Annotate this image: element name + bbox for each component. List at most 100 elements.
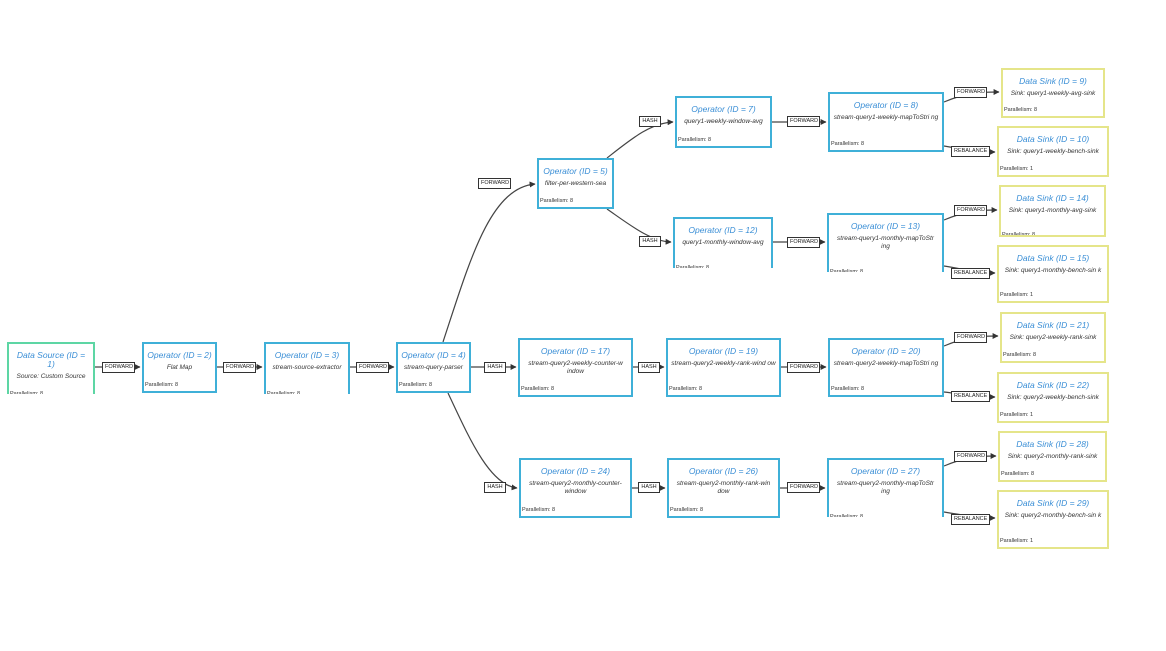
node-title: Operator (ID = 24) [540, 466, 611, 476]
operator-node[interactable]: Operator (ID = 13)stream-query1-monthly-… [827, 213, 944, 272]
operator-node[interactable]: Operator (ID = 8)stream-query1-weekly-ma… [828, 92, 944, 152]
node-parallelism: Parallelism: 8 [1003, 352, 1037, 358]
node-parallelism: Parallelism: 8 [831, 141, 865, 147]
node-desc: stream-query2-monthly-mapToStr ing [837, 480, 934, 495]
node-parallelism: Parallelism: 8 [267, 391, 301, 394]
node-title: Operator (ID = 4) [401, 350, 466, 360]
node-title: Data Sink (ID = 14) [1016, 193, 1089, 203]
operator-node[interactable]: Operator (ID = 24) stream-query2-monthly-… [519, 458, 632, 518]
edge-n5-n12 [606, 208, 672, 245]
node-title: Operator (ID = 26) [688, 466, 759, 476]
node-parallelism: Parallelism: 8 [521, 386, 555, 392]
sink-node[interactable]: Data Sink (ID = 9) Sink: query1-weekly-av… [1001, 68, 1105, 118]
node-title: Data Sink (ID = 9) [1019, 76, 1087, 86]
node-desc: filter-per-western-sea [544, 180, 607, 187]
node-parallelism: Parallelism: 1 [1000, 538, 1034, 544]
operator-node[interactable]: Operator (ID = 7) query1-weekly-window-av… [675, 96, 772, 148]
edge-label-forward: FORWARD [787, 116, 820, 127]
node-title: Data Sink (ID = 10) [1016, 134, 1090, 144]
edge-label-forward: FORWARD [954, 205, 987, 216]
edge-n4-n5 [442, 181, 536, 343]
node-desc: Sink: query2-weekly-bench-sink [1007, 394, 1099, 401]
node-title: Operator (ID = 12) [688, 225, 758, 235]
node-title: Data Sink (ID = 22) [1016, 380, 1090, 390]
edge-label-hash: HASH [639, 236, 661, 247]
node-parallelism: Parallelism: 1 [1000, 166, 1034, 172]
operator-node[interactable]: Operator (ID = 3) stream-source-extractor… [264, 342, 350, 394]
edge-label-hash: HASH [484, 362, 506, 373]
node-desc: stream-query2-monthly-rank-win dow [676, 480, 771, 495]
node-desc: stream-query2-weekly-counter-w indow [528, 360, 623, 375]
sink-node[interactable]: Data Sink (ID = 22) Sink: query2-weekly-b… [997, 372, 1109, 423]
node-title: Data Sink (ID = 28) [1016, 439, 1089, 449]
node-title: Operator (ID = 19) [688, 346, 759, 356]
node-title: Operator (ID = 7) [691, 104, 756, 114]
edge-n4-n24 [447, 392, 518, 491]
node-title: Operator (ID = 27) [850, 466, 921, 476]
node-title: Data Sink (ID = 21) [1016, 320, 1090, 330]
node-desc: stream-query2-weekly-rank-wind ow [671, 360, 776, 367]
node-desc: Sink: query1-weekly-avg-sink [1010, 90, 1096, 97]
edge-label-forward: FORWARD [102, 362, 135, 373]
node-desc: Sink: query1-monthly-avg-sink [1008, 207, 1097, 214]
edge-label-forward: FORWARD [954, 451, 987, 462]
sink-node[interactable]: Data Sink (ID = 15)Sink: query1-monthly-… [997, 245, 1109, 303]
node-desc: stream-query2-monthly-counter-window [529, 480, 622, 495]
edge-label-forward: FORWARD [787, 237, 820, 248]
edge-label-forward: FORWARD [356, 362, 389, 373]
operator-node[interactable]: Operator (ID = 12) query1-monthly-window-… [673, 217, 773, 268]
operator-node[interactable]: Operator (ID = 26) stream-query2-monthly-… [667, 458, 780, 518]
sink-node[interactable]: Data Sink (ID = 21) Sink: query2-weekly-r… [1000, 312, 1106, 363]
node-parallelism: Parallelism: 8 [1002, 232, 1036, 237]
edge-label-hash: HASH [638, 482, 660, 493]
edge-label-forward: FORWARD [954, 332, 987, 343]
node-parallelism: Parallelism: 1 [1000, 292, 1034, 298]
sink-node[interactable]: Data Sink (ID = 28) Sink: query2-monthly-… [998, 431, 1107, 482]
node-title: Operator (ID = 2) [147, 350, 212, 360]
node-parallelism: Parallelism: 8 [522, 507, 556, 513]
node-desc: Source: Custom Source [16, 373, 86, 380]
node-desc: query1-monthly-window-avg [682, 239, 764, 246]
node-parallelism: Parallelism: 8 [10, 391, 44, 394]
edge-label-rebalance: REBALANCE [951, 391, 990, 402]
edge-label-rebalance: REBALANCE [951, 514, 990, 525]
node-parallelism: Parallelism: 8 [830, 269, 864, 272]
node-parallelism: Parallelism: 8 [1004, 107, 1038, 113]
node-parallelism: Parallelism: 8 [669, 386, 703, 392]
node-desc: Sink: query2-weekly-rank-sink [1009, 334, 1097, 341]
node-parallelism: Parallelism: 8 [540, 198, 574, 204]
node-title: Operator (ID = 20) [851, 346, 921, 356]
node-parallelism: Parallelism: 8 [670, 507, 704, 513]
node-desc: stream-query2-weekly-mapToStri ng [833, 360, 939, 367]
node-title: Operator (ID = 17) [540, 346, 611, 356]
node-desc: Sink: query1-weekly-bench-sink [1007, 148, 1099, 155]
edge-label-forward: FORWARD [787, 362, 820, 373]
operator-node[interactable]: Operator (ID = 19) stream-query2-weekly-r… [666, 338, 781, 397]
edge-label-rebalance: REBALANCE [951, 146, 990, 157]
node-parallelism: Parallelism: 8 [830, 514, 864, 517]
node-desc: Sink: query1-monthly-bench-sin k [1004, 267, 1102, 274]
node-desc: stream-source-extractor [272, 364, 342, 371]
operator-node[interactable]: Operator (ID = 27) stream-query2-monthly-… [827, 458, 944, 517]
node-title: Operator (ID = 3) [274, 350, 340, 360]
node-desc: Sink: query2-monthly-rank-sink [1007, 453, 1098, 460]
edge-label-forward: FORWARD [787, 482, 820, 493]
operator-node[interactable]: Operator (ID = 17) stream-query2-weekly-c… [518, 338, 633, 397]
node-title: Operator (ID = 13) [850, 221, 921, 231]
node-desc: stream-query-parser [404, 364, 463, 371]
edge-label-forward: FORWARD [478, 178, 511, 189]
node-title: Operator (ID = 5) [543, 166, 608, 176]
node-desc: Flat Map [166, 364, 193, 371]
sink-node[interactable]: Data Sink (ID = 14) Sink: query1-monthly-… [999, 185, 1106, 237]
edge-label-hash: HASH [639, 116, 661, 127]
operator-node[interactable]: Operator (ID = 20) stream-query2-weekly-m… [828, 338, 944, 397]
node-desc: query1-weekly-window-avg [684, 118, 763, 125]
node-parallelism: Parallelism: 8 [678, 137, 712, 143]
node-title: Data Sink (ID = 29) [1016, 498, 1090, 508]
source-node[interactable]: Data Source (ID = 1)Source: Custom Sourc… [7, 342, 95, 394]
sink-node[interactable]: Data Sink (ID = 29)Sink: query2-monthly-… [997, 490, 1109, 549]
sink-node[interactable]: Data Sink (ID = 10) Sink: query1-weekly-b… [997, 126, 1109, 177]
